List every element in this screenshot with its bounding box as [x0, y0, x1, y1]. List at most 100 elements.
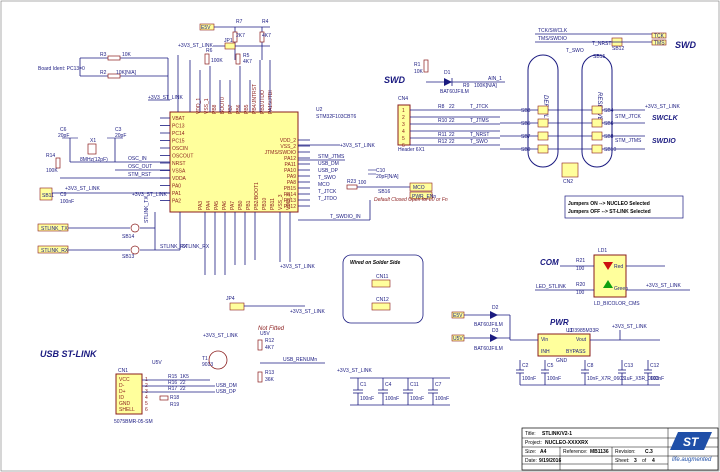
solder-bridge-ref: SB9 — [521, 147, 531, 153]
e5v-label: E5V — [201, 25, 211, 31]
r11-value: 22 — [449, 132, 455, 138]
solder-bridge-block: DEFAULT RESERVED SB3SB5SB7SB9SB4SB6SB8SB… — [500, 28, 696, 219]
u3-vin: Vin — [541, 337, 548, 343]
com-led: COM LD1 Red Green LD_BICOLOR_CMS R21 100… — [535, 248, 690, 307]
cn1-pin-label: D+ — [119, 389, 126, 395]
mcu-pin-label: PB8 — [212, 104, 218, 114]
solder-bridge — [537, 118, 549, 128]
cap-ref: C4 — [385, 382, 392, 388]
cn4-ref: CN4 — [398, 96, 408, 102]
stlink-rx-bottom: STLINK_RX — [182, 244, 210, 250]
solder-side-box — [342, 254, 424, 324]
solder-bridge-ref: SB10 — [604, 147, 616, 153]
usb-renum: USB_RENUMn — [283, 357, 317, 363]
reserved-group — [581, 54, 613, 168]
usb-dm-right: USB_DM — [318, 161, 339, 167]
stm-jtms-sb: STM_JTMS — [615, 138, 642, 144]
mcu-pin-label: JTMS/SWDIO — [265, 150, 296, 156]
cn1-pin-number: 6 — [145, 407, 148, 413]
cn1-part: 5075BMR-05-SM — [114, 419, 153, 425]
v3v3-mcu: +3V3_ST_LINK — [148, 95, 184, 101]
solder-bridge — [591, 118, 603, 128]
tb-reference: MB1136 — [590, 449, 609, 455]
tb-sheet-label: Sheet: — [615, 458, 629, 464]
pwr-cap-value: 100nF — [547, 376, 561, 382]
pwr-cap-value: 10nF_X7R_0603 — [587, 376, 625, 382]
u3-gnd: GND — [556, 358, 568, 364]
mcu-pin-label: PA5 — [214, 201, 220, 210]
r20-ref: R20 — [576, 282, 585, 288]
mcu-pin-label: PB11 — [270, 198, 276, 210]
cap-value: 100nF — [385, 396, 399, 402]
cn1-pin-label: ID — [119, 395, 124, 401]
v3v3-jp4: +3V3_ST_LINK — [290, 309, 326, 315]
cn4-pin-number: 3 — [402, 122, 405, 128]
r9-ref: R9 — [463, 83, 470, 89]
pwr-cap-ref: C12 — [650, 363, 659, 369]
cn4-pin-number: 5 — [402, 136, 405, 142]
r3-value: 10K — [122, 52, 132, 58]
mcu-pin-label: PC13 — [172, 123, 185, 129]
c6-ref: C6 — [60, 127, 67, 133]
st-logo-icon: ST — [670, 432, 712, 450]
tck-swclk: TCK/SWCLK — [538, 28, 568, 34]
not-fitted-label: Not Fitted — [258, 326, 285, 332]
v3v3-vdda: +3V3_ST_LINK — [132, 192, 168, 198]
jumpers-on-text: Jumpers ON --> NUCLEO Selected — [568, 201, 650, 207]
mcu-pin-label: VDD_2 — [280, 138, 296, 144]
r23-ref: R23 — [347, 179, 356, 185]
tck-flag — [651, 32, 667, 39]
mcu-pin-label: PA2 — [172, 198, 181, 204]
decoupling: +3V3_ST_LINK C1100nFC4100nFC11100nFC7100… — [337, 368, 450, 406]
cn4-pin-number: 1 — [402, 108, 405, 114]
mcu-pin-label: PB2/BOOT1 — [254, 182, 260, 210]
ld1-part: LD_BICOLOR_CMS — [594, 301, 640, 307]
r16-ref: R16 — [168, 380, 177, 386]
mcu-pin-label: OSCOUT — [172, 153, 193, 159]
cap-ref: C11 — [410, 382, 419, 388]
mcu-pin-label: PA6 — [222, 201, 228, 210]
r2-value: 10K[N/A] — [116, 70, 137, 76]
r17-value: 22 — [180, 386, 186, 392]
usb-dp: USB_DP — [216, 389, 237, 395]
r17-ref: R17 — [168, 386, 177, 392]
r7-value: 2K7 — [236, 33, 245, 39]
usb-dp-right: USB_DP — [318, 168, 339, 174]
mcu-pin-label: VBAT — [172, 116, 185, 122]
solder-bridge — [591, 131, 603, 141]
cn11-body — [371, 279, 391, 288]
wired-on-solder-side: Wired on Solder Side CN11 CN12 — [342, 254, 424, 324]
cn2-ref: CN2 — [563, 179, 573, 185]
mcu-bottom-nets: +3V3_ST_LINK STLINK_RX — [182, 212, 316, 275]
t-nrst-top: T_NRST — [592, 41, 611, 47]
r19-ref: R19 — [170, 402, 179, 408]
mcu-pin-label: VDDA — [172, 176, 187, 182]
t-jtdo-right: T_JTDO — [318, 196, 337, 202]
r8-value: 22 — [449, 104, 455, 110]
t-nrst: T_NRST — [470, 132, 489, 138]
default-group — [527, 54, 559, 168]
mcu-pin-label: VDD_1 — [196, 98, 202, 114]
pwr-cap-value: 1uF_X5R_0603 — [624, 376, 659, 382]
tb-sheet-total: 4 — [652, 458, 655, 464]
cn4-pin-number: 4 — [402, 129, 405, 135]
jp1-ref: JP1 — [224, 38, 233, 44]
mcu-pin-label: PA7 — [230, 201, 236, 210]
stm-jtck-sb: STM_JTCK — [615, 114, 642, 120]
osc-out: OSC_OUT — [128, 164, 152, 170]
cn1-pin-number: 5 — [145, 401, 148, 407]
solder-bridge — [591, 105, 603, 115]
cap-value: 100nF — [435, 396, 449, 402]
v3v3-bottom: +3V3_ST_LINK — [280, 264, 316, 270]
mcu-pin-label: PB14 — [284, 192, 296, 198]
cn1-ref: CN1 — [118, 368, 128, 374]
pwr-label: PWR — [550, 318, 569, 327]
led-red-label: Red — [614, 264, 623, 270]
v3v3-vdd2: +3V3_ST_LINK — [340, 143, 376, 149]
r7-ref: R7 — [236, 19, 243, 25]
tb-reference-label: Reference: — [563, 449, 587, 455]
mcu-pin-label: PC15 — [172, 138, 185, 144]
